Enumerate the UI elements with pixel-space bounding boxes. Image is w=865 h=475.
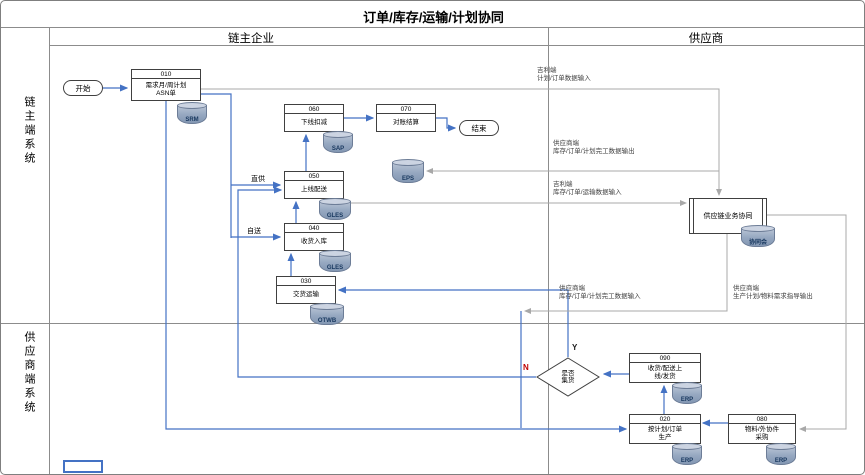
db-erp-080-top <box>766 443 796 450</box>
node-060-offline-deduction: 060 下线扣减 <box>284 104 344 132</box>
db-gles-040: GLES <box>319 250 351 272</box>
db-collab-meeting-top <box>741 225 775 232</box>
node-010-id: 010 <box>132 70 200 79</box>
db-erp-090: ERP <box>672 382 702 404</box>
db-eps-top <box>392 159 424 166</box>
node-050-label: 上线配送 <box>301 185 327 193</box>
label-column-divider <box>49 27 50 474</box>
note-supplier-plan-output: 供应商端 生产计划/物料需求指导输出 <box>733 285 813 301</box>
db-erp-020: ERP <box>672 443 702 465</box>
label-direct-supply: 直供 <box>251 176 265 183</box>
node-090-id: 090 <box>630 354 700 363</box>
node-collab-label: 供应链业务协同 <box>703 213 753 220</box>
db-eps-label: EPS <box>401 176 414 182</box>
edge-070-end <box>436 117 457 132</box>
db-erp-020-top <box>672 443 702 450</box>
db-otwb-top <box>310 303 344 310</box>
note-supplier-data-input: 供应商端 库存/订单/计划完工数据输入 <box>559 285 641 301</box>
node-070-id: 070 <box>377 105 435 114</box>
row-label-chain-leader-system: 链主端系统 <box>23 96 35 166</box>
offpage-connector <box>63 460 103 473</box>
db-erp-080-label: ERP <box>774 458 788 464</box>
node-010-demand-plan: 010 需求月/周计划 ASN单 <box>131 69 201 101</box>
db-collab-meeting: 协同会 <box>741 225 775 247</box>
note-geely-plan-input: 吉利端 计划/订单数据输入 <box>537 67 591 83</box>
header-divider <box>49 45 864 46</box>
db-erp-080: ERP <box>766 443 796 465</box>
decision-consolidation: 是否 集货 <box>536 357 600 397</box>
node-080-procurement: 080 物料/外协件 采购 <box>728 414 796 444</box>
db-erp-080-body <box>766 446 796 465</box>
node-060-id: 060 <box>285 105 343 114</box>
node-070-label: 对账结算 <box>393 118 419 126</box>
node-090-ship: 090 收货/配送上 线/发货 <box>629 353 701 383</box>
node-080-label: 物料/外协件 采购 <box>744 425 780 441</box>
db-srm: SRM <box>177 102 207 124</box>
label-decision-yes: Y <box>572 343 578 352</box>
db-erp-090-label: ERP <box>680 397 694 403</box>
note-supplier-data-output: 供应商端 库存/订单/计划完工数据输出 <box>553 140 635 156</box>
row-label-supplier-system: 供应商端系统 <box>23 331 35 415</box>
db-gles-050-top <box>319 198 351 205</box>
node-080-id: 080 <box>729 415 795 424</box>
node-010-label: 需求月/周计划 ASN单 <box>145 81 187 97</box>
db-erp-020-label: ERP <box>680 458 694 464</box>
column-header-chain-leader: 链主企业 <box>228 33 274 45</box>
db-eps: EPS <box>392 159 424 183</box>
note-geely-data-input: 吉利端 库存/订单/运输数据输入 <box>553 181 622 197</box>
db-srm-top <box>177 102 207 109</box>
db-gles-050: GLES <box>319 198 351 220</box>
db-erp-090-top <box>672 382 702 389</box>
node-050-line-delivery: 050 上线配送 <box>284 171 344 199</box>
node-050-id: 050 <box>285 172 343 181</box>
db-gles-050-label: GLES <box>326 213 344 219</box>
node-060-label: 下线扣减 <box>301 118 327 126</box>
start-node: 开始 <box>63 80 103 96</box>
db-sap-top <box>323 131 353 138</box>
end-node: 结束 <box>459 120 499 136</box>
db-erp-020-body <box>672 446 702 465</box>
node-030-id: 030 <box>277 277 335 286</box>
db-gles-040-label: GLES <box>326 265 344 271</box>
title-divider <box>1 27 864 28</box>
db-sap: SAP <box>323 131 353 153</box>
supplier-column-divider <box>548 27 549 474</box>
node-090-label: 收货/配送上 线/发货 <box>647 364 683 380</box>
node-030-label: 交货运输 <box>293 290 319 298</box>
row-divider <box>1 323 864 324</box>
edge-collab-080 <box>767 214 847 432</box>
node-040-label: 收货入库 <box>301 237 327 245</box>
node-040-id: 040 <box>285 224 343 233</box>
collab-inner-line-left <box>693 199 694 233</box>
node-020-id: 020 <box>630 415 700 424</box>
label-self-delivery: 自送 <box>247 228 261 235</box>
node-020-production: 020 按计划/订单 生产 <box>629 414 701 444</box>
diagram-title: 订单/库存/运输/计划协同 <box>363 10 504 25</box>
db-otwb: OTWB <box>310 303 344 325</box>
db-sap-label: SAP <box>331 146 345 152</box>
db-otwb-label: OTWB <box>317 318 337 324</box>
db-erp-090-body <box>672 385 702 404</box>
node-040-receiving: 040 收货入库 <box>284 223 344 251</box>
db-gles-040-top <box>319 250 351 257</box>
db-srm-label: SRM <box>185 117 199 123</box>
node-020-label: 按计划/订单 生产 <box>647 425 683 441</box>
collab-inner-line-right <box>762 199 763 233</box>
column-header-supplier: 供应商 <box>688 33 724 45</box>
label-decision-no: N <box>523 363 529 372</box>
db-collab-meeting-label: 协同会 <box>748 240 767 246</box>
decision-label: 是否 集货 <box>561 369 575 384</box>
node-070-reconciliation: 070 对账结算 <box>376 104 436 132</box>
node-030-delivery-transport: 030 交货运输 <box>276 276 336 304</box>
